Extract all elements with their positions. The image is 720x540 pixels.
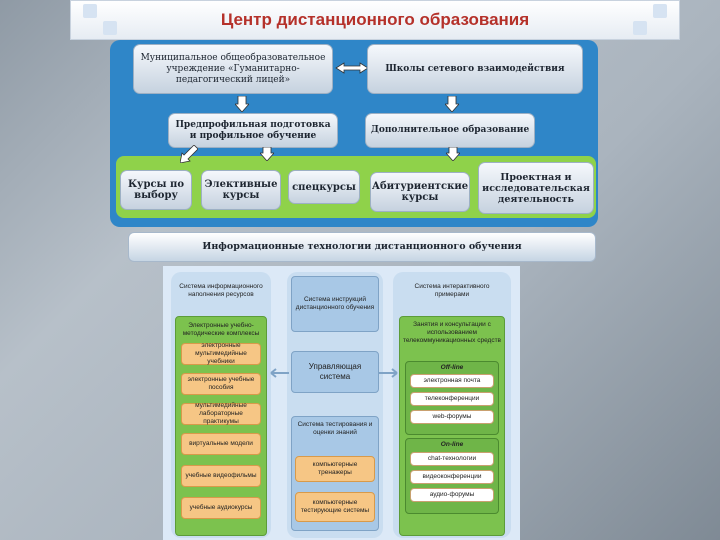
preprofile-box: Предпрофильная подготовка и профильное о…: [168, 113, 338, 148]
double-arrow-icon: [335, 62, 369, 74]
umk-label: Электронные учебно-методические комплекс…: [182, 322, 260, 337]
interactive-header: Система интерактивного примерами: [414, 283, 490, 298]
instructions-box: Система инструкций дистанционного обучен…: [291, 276, 379, 332]
course-box: Элективные курсы: [201, 170, 281, 210]
resource-item: учебные видеофильмы: [181, 465, 261, 487]
lower-scheme: Система информационного наполнения ресур…: [163, 266, 520, 540]
it-technologies-bar: Информационные технологии дистанционного…: [128, 232, 596, 262]
network-schools-box: Школы сетевого взаимодействия: [367, 44, 583, 94]
offline-item: web-форумы: [410, 410, 494, 424]
resource-item: мультимедийные лабораторные практикумы: [181, 402, 261, 425]
online-item: видеоконференции: [410, 470, 494, 484]
resource-item: электронные мультимедийные учебники: [181, 342, 261, 365]
online-item: аудио-форумы: [410, 488, 494, 502]
additional-education-box: Дополнительное образование: [365, 113, 535, 148]
course-box: Проектная и исследовательская деятельнос…: [478, 162, 594, 214]
resource-item: виртуальные модели: [181, 433, 261, 455]
arrow-down-icon: [260, 147, 274, 161]
testing-item: компьютерные тренажеры: [295, 456, 375, 482]
arrow-down-icon: [446, 147, 460, 161]
online-item: chat-технологии: [410, 452, 494, 466]
telecom-label: Занятия и консультации с использованием …: [403, 321, 502, 344]
decor-square: [653, 4, 667, 18]
offline-label: Off-line: [440, 364, 464, 371]
decor-square: [83, 4, 97, 18]
offline-item: электронная почта: [410, 374, 494, 388]
it-bar-label: Информационные технологии дистанционного…: [202, 241, 522, 252]
page-title: Центр дистанционного образования: [220, 10, 530, 29]
arrow-down-icon: [235, 96, 249, 112]
arrow-down-icon: [180, 145, 198, 163]
testing-item: компьютерные тестирующие системы: [295, 492, 375, 522]
connector-arrows: [270, 368, 398, 378]
course-box: спецкурсы: [288, 170, 360, 204]
resources-header: Система информационного наполнения ресур…: [179, 283, 263, 298]
lyceum-box: Муниципальное общеобразовательное учрежд…: [133, 44, 333, 94]
control-system-box: Управляющая система: [291, 351, 379, 393]
resource-item: учебные аудиокурсы: [181, 497, 261, 519]
decor-square: [103, 21, 117, 35]
resource-item: электронные учебные пособия: [181, 373, 261, 395]
online-label: On-line: [440, 441, 464, 448]
title-banner: Центр дистанционного образования: [70, 0, 680, 40]
arrow-down-icon: [445, 96, 459, 112]
course-box: Абитуриентские курсы: [370, 172, 470, 212]
testing-label: Система тестирования и оценки знаний: [297, 421, 373, 436]
offline-item: телеконференции: [410, 392, 494, 406]
decor-square: [633, 21, 647, 35]
course-box: Курсы по выбору: [120, 170, 192, 210]
